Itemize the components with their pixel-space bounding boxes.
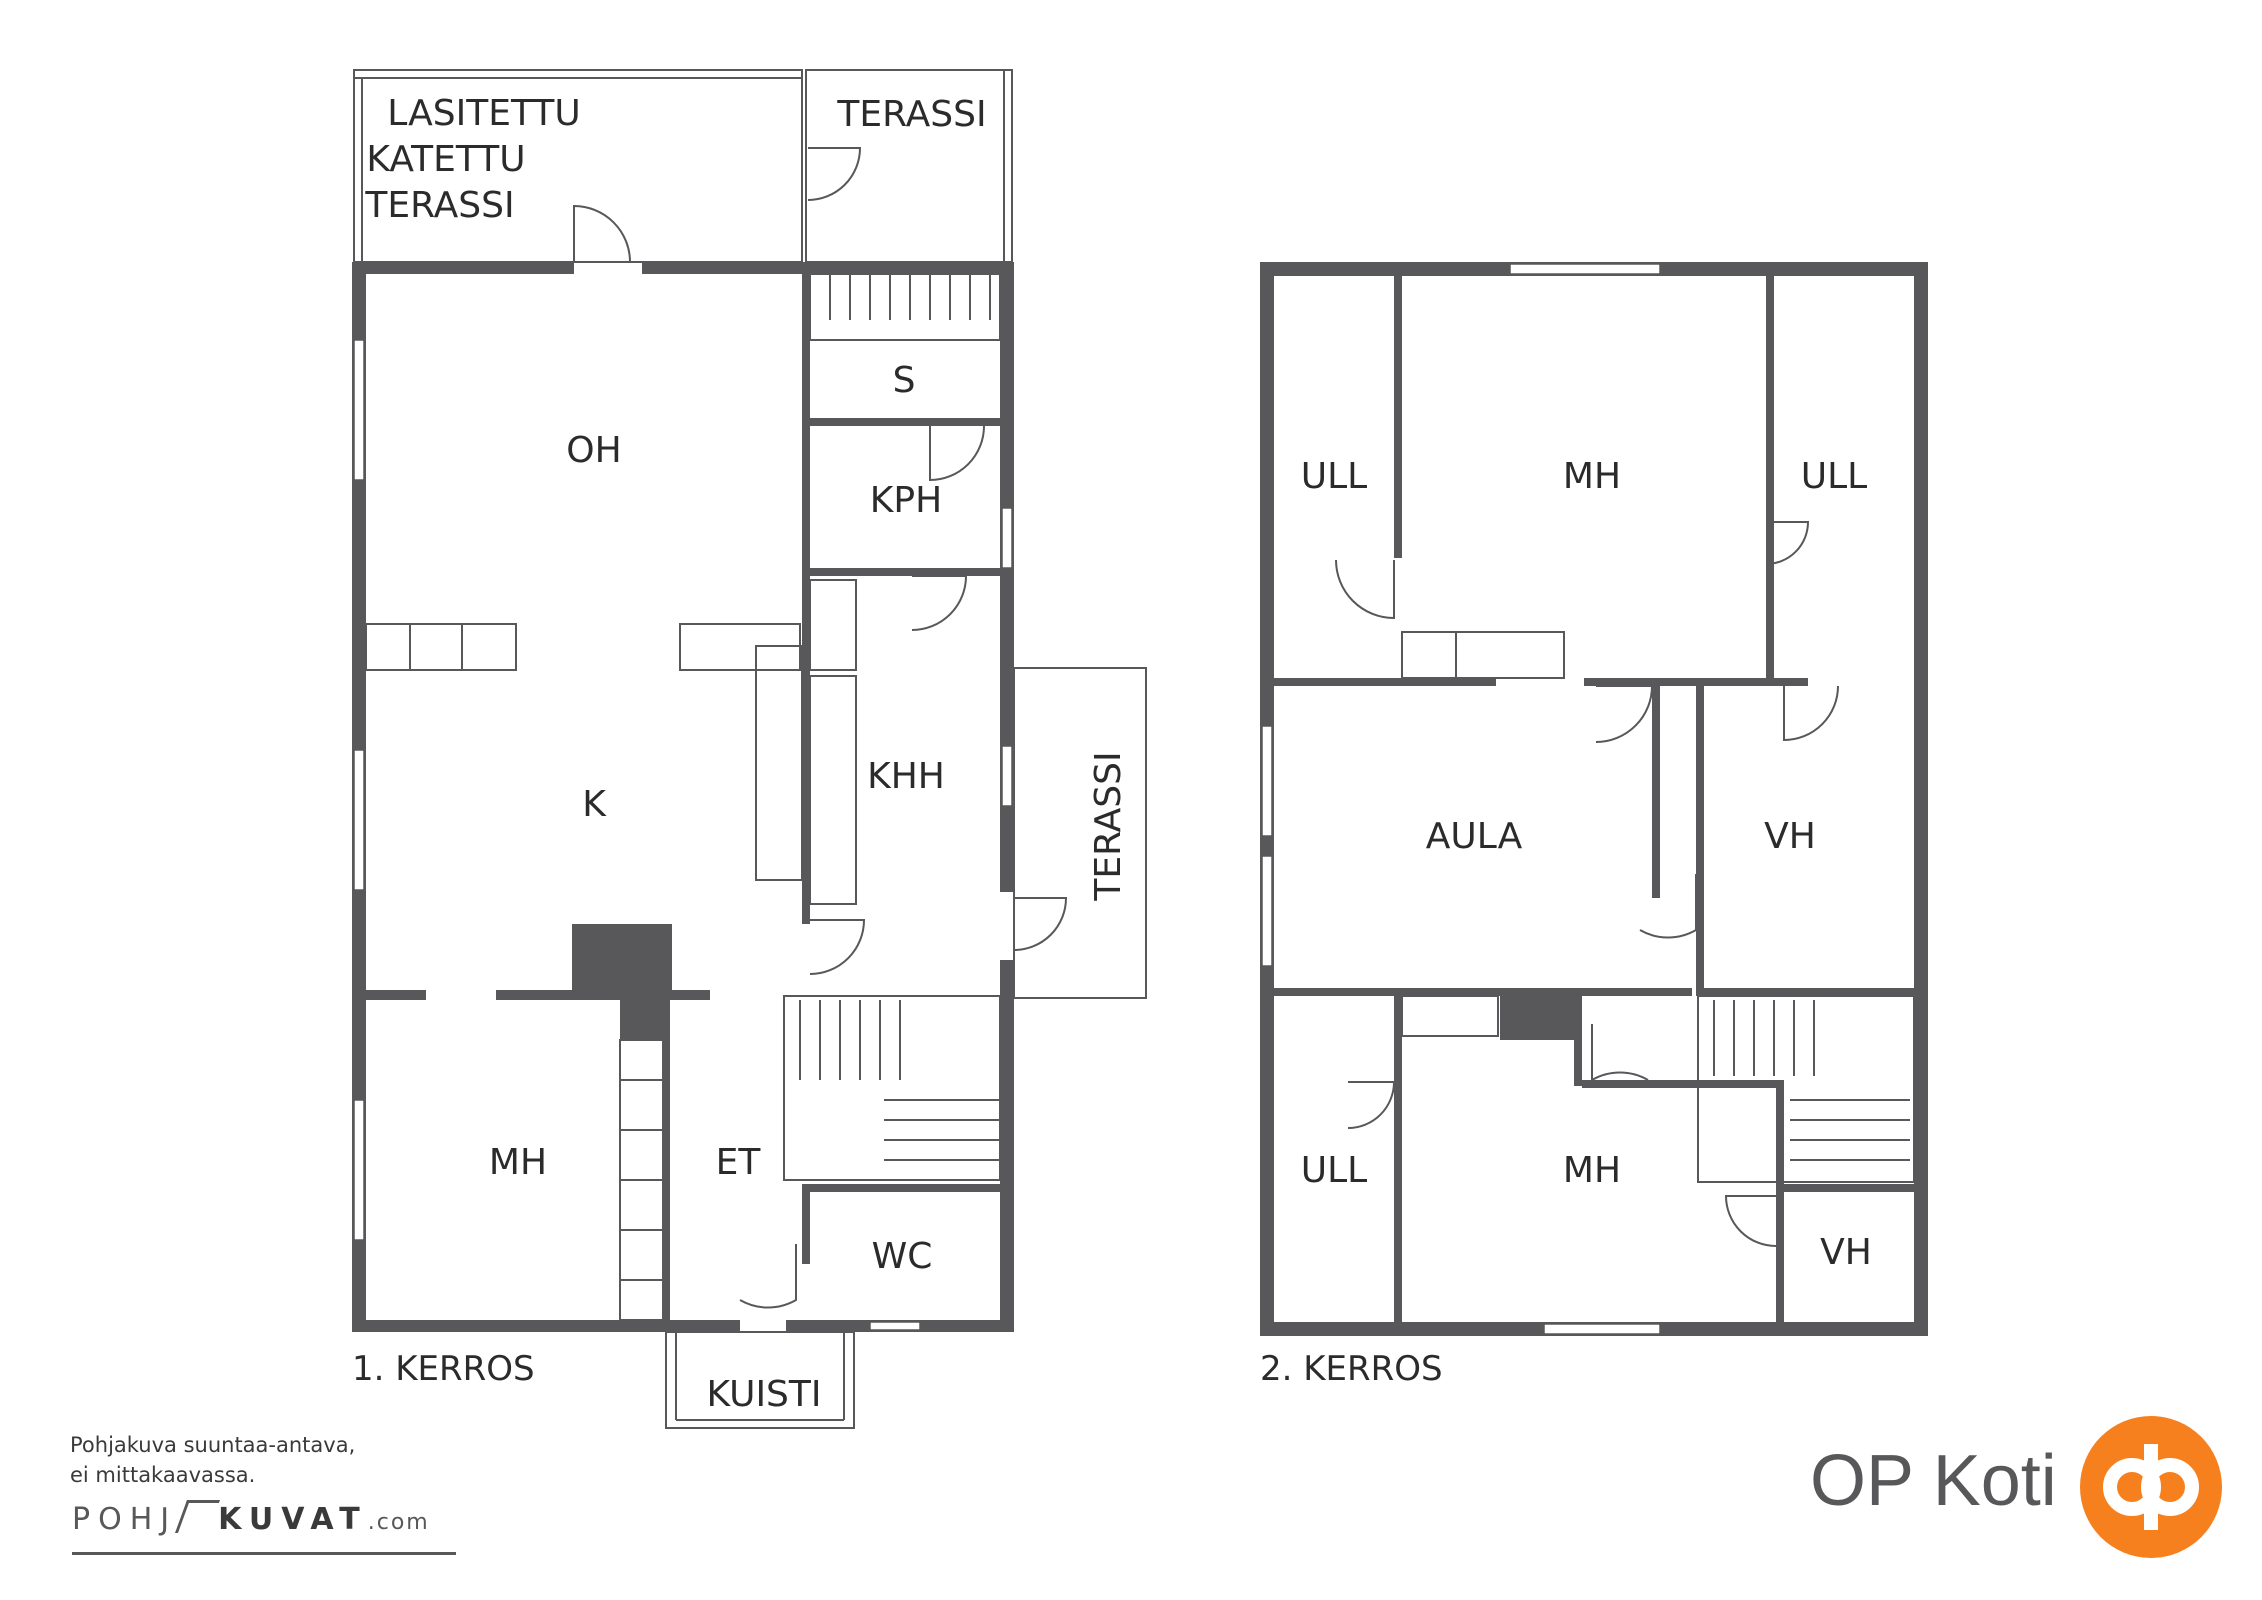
- room-label-mh-top: MH: [1563, 456, 1621, 497]
- room-label-oh: OH: [566, 430, 621, 471]
- window: [1001, 745, 1013, 807]
- room-label-mh: MH: [489, 1142, 547, 1183]
- floor-2-label: 2. KERROS: [1260, 1349, 1443, 1389]
- window: [353, 1099, 365, 1241]
- room-label-aula: AULA: [1426, 816, 1523, 857]
- room-label-s: S: [893, 360, 916, 401]
- room-label-kph: KPH: [870, 480, 942, 521]
- room-label-khh: KHH: [867, 756, 945, 797]
- glazed-terrace-outline: [353, 69, 803, 263]
- porch-outline: [665, 1331, 855, 1429]
- window: [353, 339, 365, 481]
- pohjakuvat-logo-part3: .com: [367, 1510, 430, 1535]
- room-label-ull-bottom: ULL: [1301, 1150, 1367, 1191]
- window: [869, 1321, 921, 1331]
- room-label-ull-left: ULL: [1301, 456, 1367, 497]
- room-label-k: K: [582, 784, 607, 825]
- terrace-side-outline: [1013, 667, 1147, 999]
- doors-floor-1: [573, 147, 1068, 1309]
- pohjakuvat-logo-icon: [175, 1500, 221, 1533]
- op-koti-brand-name: OP Koti: [1810, 1441, 2057, 1521]
- window: [1261, 855, 1273, 967]
- pohjakuvat-logo-part1: POHJ: [72, 1502, 178, 1537]
- room-label-vh-right: VH: [1764, 816, 1816, 857]
- room-label-ull-right: ULL: [1801, 456, 1867, 497]
- room-label-lasitettu-1: LASITETTU: [387, 93, 580, 134]
- floor-1-plan: LASITETTU KATETTU TERASSI TERASSI S OH K…: [352, 69, 1147, 1429]
- stairs-shelving: [619, 1039, 665, 1321]
- room-label-kuisti: KUISTI: [706, 1374, 821, 1415]
- room-label-lasitettu-3: TERASSI: [364, 185, 514, 226]
- pohjakuvat-logo-underline: [72, 1552, 456, 1555]
- pohjakuvat-logo-part2: KUVAT: [218, 1502, 368, 1537]
- window: [353, 749, 365, 891]
- op-logo-icon: [2080, 1416, 2222, 1558]
- room-label-lasitettu-2: KATETTU: [366, 139, 525, 180]
- disclaimer-line-1: Pohjakuva suuntaa-antava,: [70, 1433, 356, 1457]
- room-label-et: ET: [716, 1142, 762, 1183]
- floor-2-plan: ULL MH ULL AULA VH ULL MH VH 2. KERROS: [1260, 262, 1928, 1389]
- floor-1-label: 1. KERROS: [352, 1349, 535, 1389]
- window: [1261, 725, 1273, 837]
- stairs-floor-2: [1697, 995, 1915, 1183]
- disclaimer-note: Pohjakuva suuntaa-antava, ei mittakaavas…: [70, 1430, 355, 1490]
- pohjakuvat-logo: POHJ KUVAT.com: [72, 1500, 430, 1537]
- room-label-wc: WC: [872, 1236, 933, 1277]
- disclaimer-line-2: ei mittakaavassa.: [70, 1463, 256, 1487]
- room-label-mh-bottom: MH: [1563, 1150, 1621, 1191]
- room-label-vh-bottom: VH: [1820, 1232, 1872, 1273]
- window: [1001, 507, 1013, 569]
- room-label-terassi-top: TERASSI: [836, 94, 986, 135]
- window: [1509, 263, 1661, 275]
- stairs-floor-1: [783, 273, 1001, 1181]
- doors-floor-2: [1335, 521, 1839, 1247]
- window: [1543, 1323, 1661, 1335]
- room-label-terassi-side: TERASSI: [1088, 751, 1129, 901]
